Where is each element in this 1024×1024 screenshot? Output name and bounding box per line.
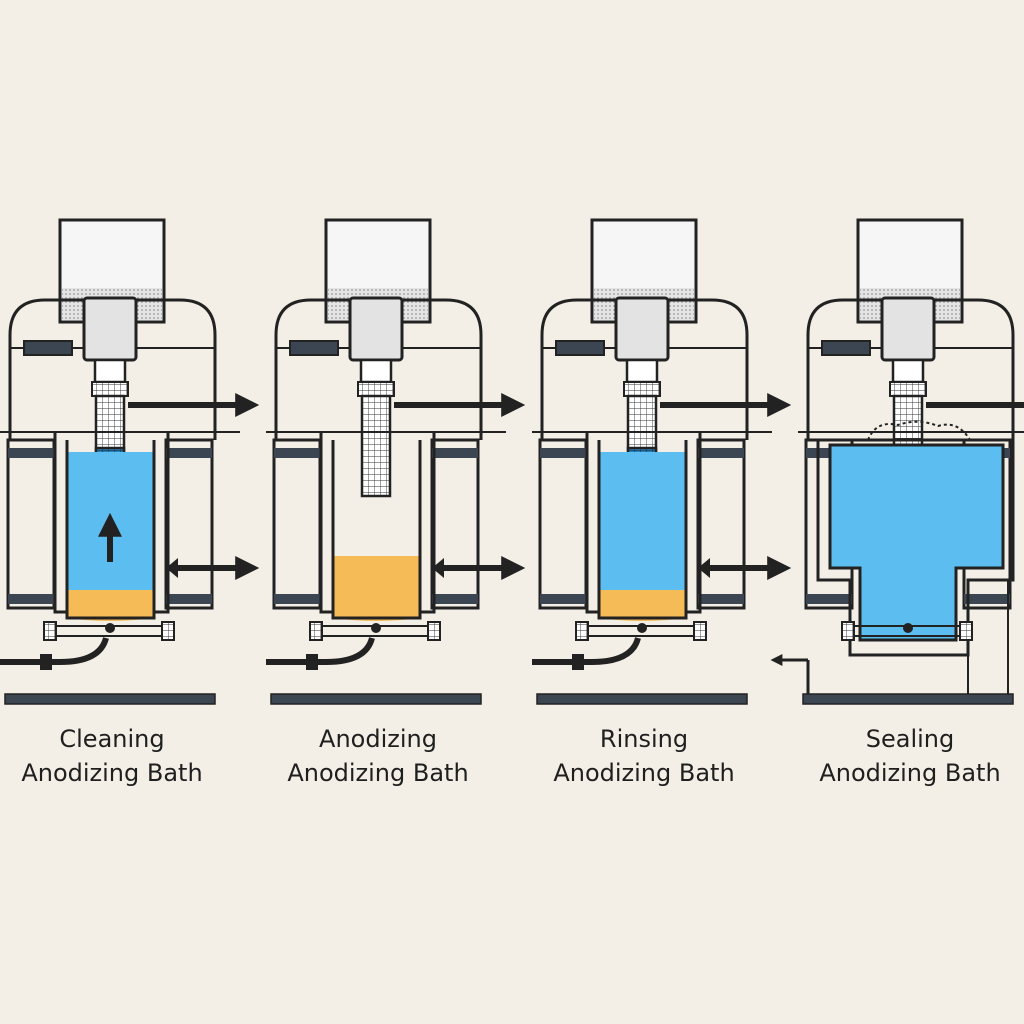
coupling	[93, 358, 127, 384]
coupling-ring	[91, 381, 129, 397]
left-rail	[6, 438, 56, 610]
station-1	[0, 218, 260, 705]
stage-subtitle: Anodizing Bath	[819, 759, 1001, 787]
coupling-ring	[623, 381, 661, 397]
rail-band	[806, 594, 852, 604]
ground-bar	[802, 693, 1014, 705]
rail-band	[540, 448, 586, 458]
motor-block	[880, 296, 936, 362]
left-rail	[538, 438, 588, 610]
stage-name: Rinsing	[599, 725, 689, 753]
side-gauge	[23, 340, 73, 356]
rail-band	[964, 594, 1010, 604]
left-rail	[272, 438, 322, 610]
right-rail	[164, 438, 214, 610]
bath-liquid-orange	[67, 590, 154, 621]
motor-block	[82, 296, 138, 362]
rail-band	[274, 448, 320, 458]
drain-valve	[903, 623, 913, 633]
base-foot	[693, 621, 707, 641]
arrow-tail	[432, 558, 444, 578]
side-gauge	[555, 340, 605, 356]
stage-name: Sealing	[865, 725, 955, 753]
bath-liquid-orange	[333, 556, 420, 621]
foam-surface	[867, 420, 971, 441]
coupling	[359, 358, 393, 384]
coupling	[891, 358, 925, 384]
rail-band	[698, 448, 744, 458]
motor-block	[348, 296, 404, 362]
coupling	[625, 358, 659, 384]
ground-bar	[536, 693, 748, 705]
pipe-joint	[306, 654, 318, 670]
drain-valve	[105, 623, 115, 633]
side-gauge	[821, 340, 871, 356]
pipe-joint	[40, 654, 52, 670]
base-foot	[43, 621, 57, 641]
ground-bar	[270, 693, 482, 705]
base-foot	[575, 621, 589, 641]
tank-inner	[597, 440, 688, 620]
rail-band	[274, 594, 320, 604]
tank-inner	[331, 440, 422, 620]
drain-valve	[637, 623, 647, 633]
station-4	[770, 218, 1024, 705]
rail-band	[432, 594, 478, 604]
base-foot	[309, 621, 323, 641]
station-2	[266, 218, 526, 705]
rail-band	[540, 594, 586, 604]
motor-block	[614, 296, 670, 362]
base-foot	[959, 621, 973, 641]
station-3	[532, 218, 792, 705]
coupling-ring	[357, 381, 395, 397]
bath-liquid-blue	[599, 452, 686, 590]
rail-band	[698, 594, 744, 604]
side-gauge	[289, 340, 339, 356]
coupling-ring	[889, 381, 927, 397]
arrow-tail	[698, 558, 710, 578]
stage-subtitle: Anodizing Bath	[21, 759, 203, 787]
stage-subtitle: Anodizing Bath	[287, 759, 469, 787]
rail-band	[166, 448, 212, 458]
base-foot	[427, 621, 441, 641]
arrow-tail	[166, 558, 178, 578]
inlet-pipe	[0, 637, 109, 665]
drain-valve	[371, 623, 381, 633]
rail-band	[166, 594, 212, 604]
bath-liquid-orange	[599, 590, 686, 621]
rail-band	[8, 594, 54, 604]
electrode	[360, 394, 392, 498]
ground-bar	[4, 693, 216, 705]
tank-inner	[65, 440, 156, 620]
rail-band	[432, 448, 478, 458]
inlet-pipe	[266, 637, 375, 665]
base-foot	[161, 621, 175, 641]
pipe-joint	[572, 654, 584, 670]
right-rail	[696, 438, 746, 610]
right-rail	[430, 438, 480, 610]
stage-name: Cleaning	[59, 725, 165, 753]
stage-name: Anodizing	[319, 725, 437, 753]
base-foot	[841, 621, 855, 641]
rail-band	[8, 448, 54, 458]
inlet-pipe	[532, 637, 641, 665]
support-line	[967, 580, 1009, 700]
stage-subtitle: Anodizing Bath	[553, 759, 735, 787]
bath-liquid	[828, 443, 1005, 642]
